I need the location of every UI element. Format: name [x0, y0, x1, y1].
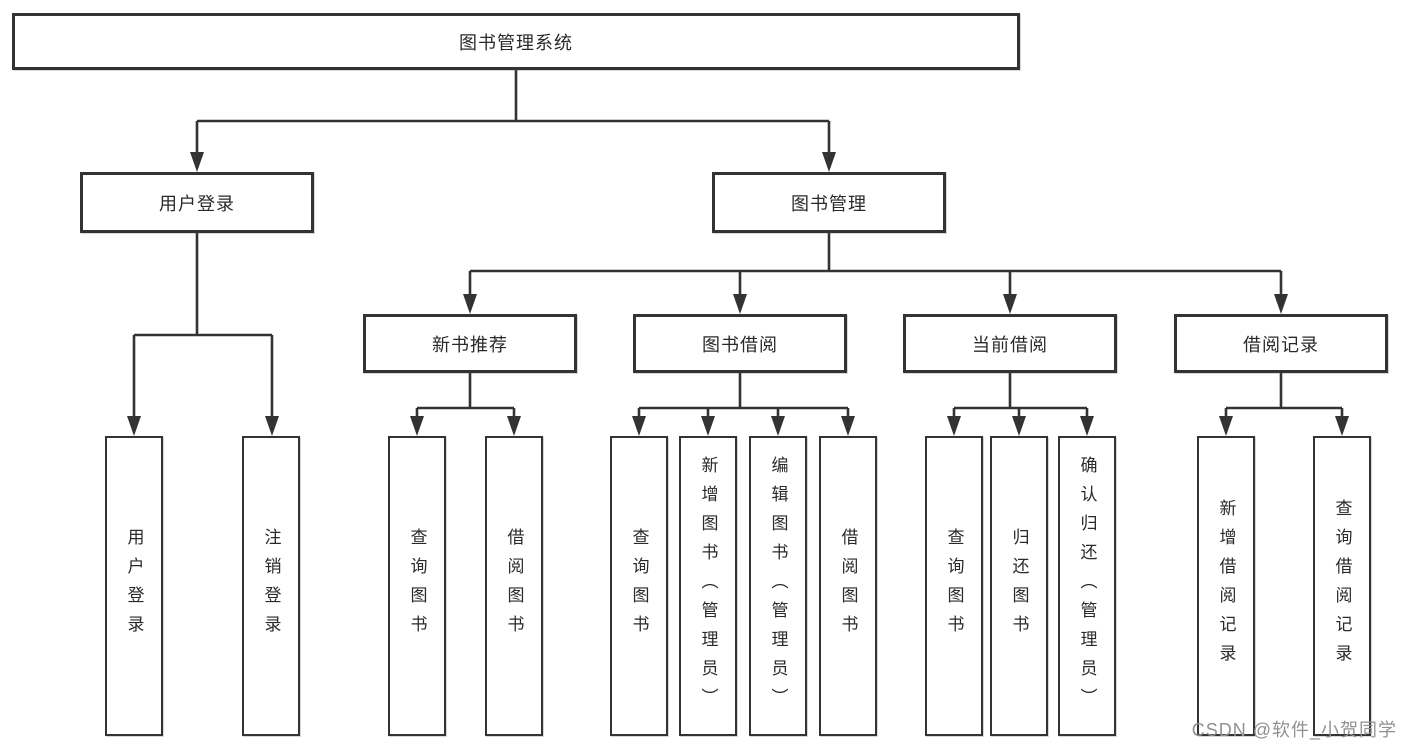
node-label: 借阅记录: [1243, 334, 1319, 355]
arrow-down-icon: [771, 416, 785, 436]
arrow-down-icon: [947, 416, 961, 436]
connector-line: [1224, 373, 1344, 420]
node-label: 借阅图书: [838, 528, 858, 644]
arrow-down-icon: [265, 416, 279, 436]
leaf-records-add-record: 新增借阅记录: [1197, 436, 1255, 736]
arrow-down-icon: [1003, 294, 1017, 314]
arrow-down-icon: [701, 416, 715, 436]
leaf-current-return-books: 归还图书: [990, 436, 1048, 736]
arrow-down-icon: [1274, 294, 1288, 314]
node-label: 用户登录: [124, 528, 144, 644]
node-label: 查询图书: [629, 528, 649, 644]
node-library-management-system: 图书管理系统: [12, 13, 1020, 70]
node-label: 图书管理系统: [459, 32, 573, 53]
arrow-down-icon: [463, 294, 477, 314]
node-label: 编辑图书（管理员）: [768, 455, 788, 717]
leaf-current-query-books: 查询图书: [925, 436, 983, 736]
node-label: 确认归还（管理员）: [1077, 455, 1097, 717]
leaf-recommend-query-books: 查询图书: [388, 436, 446, 736]
node-label: 新增借阅记录: [1216, 499, 1236, 673]
arrow-down-icon: [822, 152, 836, 172]
arrow-down-icon: [733, 294, 747, 314]
node-label: 用户登录: [159, 193, 235, 214]
arrow-down-icon: [410, 416, 424, 436]
arrow-down-icon: [1080, 416, 1094, 436]
connector-line: [637, 373, 850, 420]
connector-line: [468, 233, 1283, 298]
leaf-current-confirm-return-admin: 确认归还（管理员）: [1058, 436, 1116, 736]
node-label: 查询借阅记录: [1332, 499, 1352, 673]
leaf-logout: 注销登录: [242, 436, 300, 736]
node-label: 查询图书: [407, 528, 427, 644]
connector-line: [195, 70, 831, 156]
arrow-down-icon: [1335, 416, 1349, 436]
arrow-down-icon: [127, 416, 141, 436]
node-label: 新增图书（管理员）: [698, 455, 718, 717]
node-book-borrowing: 图书借阅: [633, 314, 847, 373]
node-new-book-recommend: 新书推荐: [363, 314, 577, 373]
node-label: 查询图书: [944, 528, 964, 644]
arrow-down-icon: [507, 416, 521, 436]
leaf-borrowing-borrow-books: 借阅图书: [819, 436, 877, 736]
connector-line: [952, 373, 1089, 420]
arrow-down-icon: [841, 416, 855, 436]
leaf-borrowing-edit-books-admin: 编辑图书（管理员）: [749, 436, 807, 736]
node-label: 归还图书: [1009, 528, 1029, 644]
arrow-down-icon: [190, 152, 204, 172]
node-borrow-records: 借阅记录: [1174, 314, 1388, 373]
leaf-borrowing-add-books-admin: 新增图书（管理员）: [679, 436, 737, 736]
connector-line: [132, 233, 274, 420]
node-label: 注销登录: [261, 528, 281, 644]
leaf-borrowing-query-books: 查询图书: [610, 436, 668, 736]
leaf-records-query-record: 查询借阅记录: [1313, 436, 1371, 736]
node-label: 借阅图书: [504, 528, 524, 644]
csdn-watermark: CSDN @软件_小贺同学: [1191, 720, 1397, 740]
leaf-user-login: 用户登录: [105, 436, 163, 736]
node-label: 当前借阅: [972, 334, 1048, 355]
node-label: 新书推荐: [432, 334, 508, 355]
node-current-borrowing: 当前借阅: [903, 314, 1117, 373]
arrow-down-icon: [1219, 416, 1233, 436]
node-book-management: 图书管理: [712, 172, 946, 233]
node-label: 图书管理: [791, 193, 867, 214]
node-user-login: 用户登录: [80, 172, 314, 233]
arrow-down-icon: [1012, 416, 1026, 436]
node-label: 图书借阅: [702, 334, 778, 355]
connector-line: [415, 373, 516, 420]
arrow-down-icon: [632, 416, 646, 436]
leaf-recommend-borrow-books: 借阅图书: [485, 436, 543, 736]
